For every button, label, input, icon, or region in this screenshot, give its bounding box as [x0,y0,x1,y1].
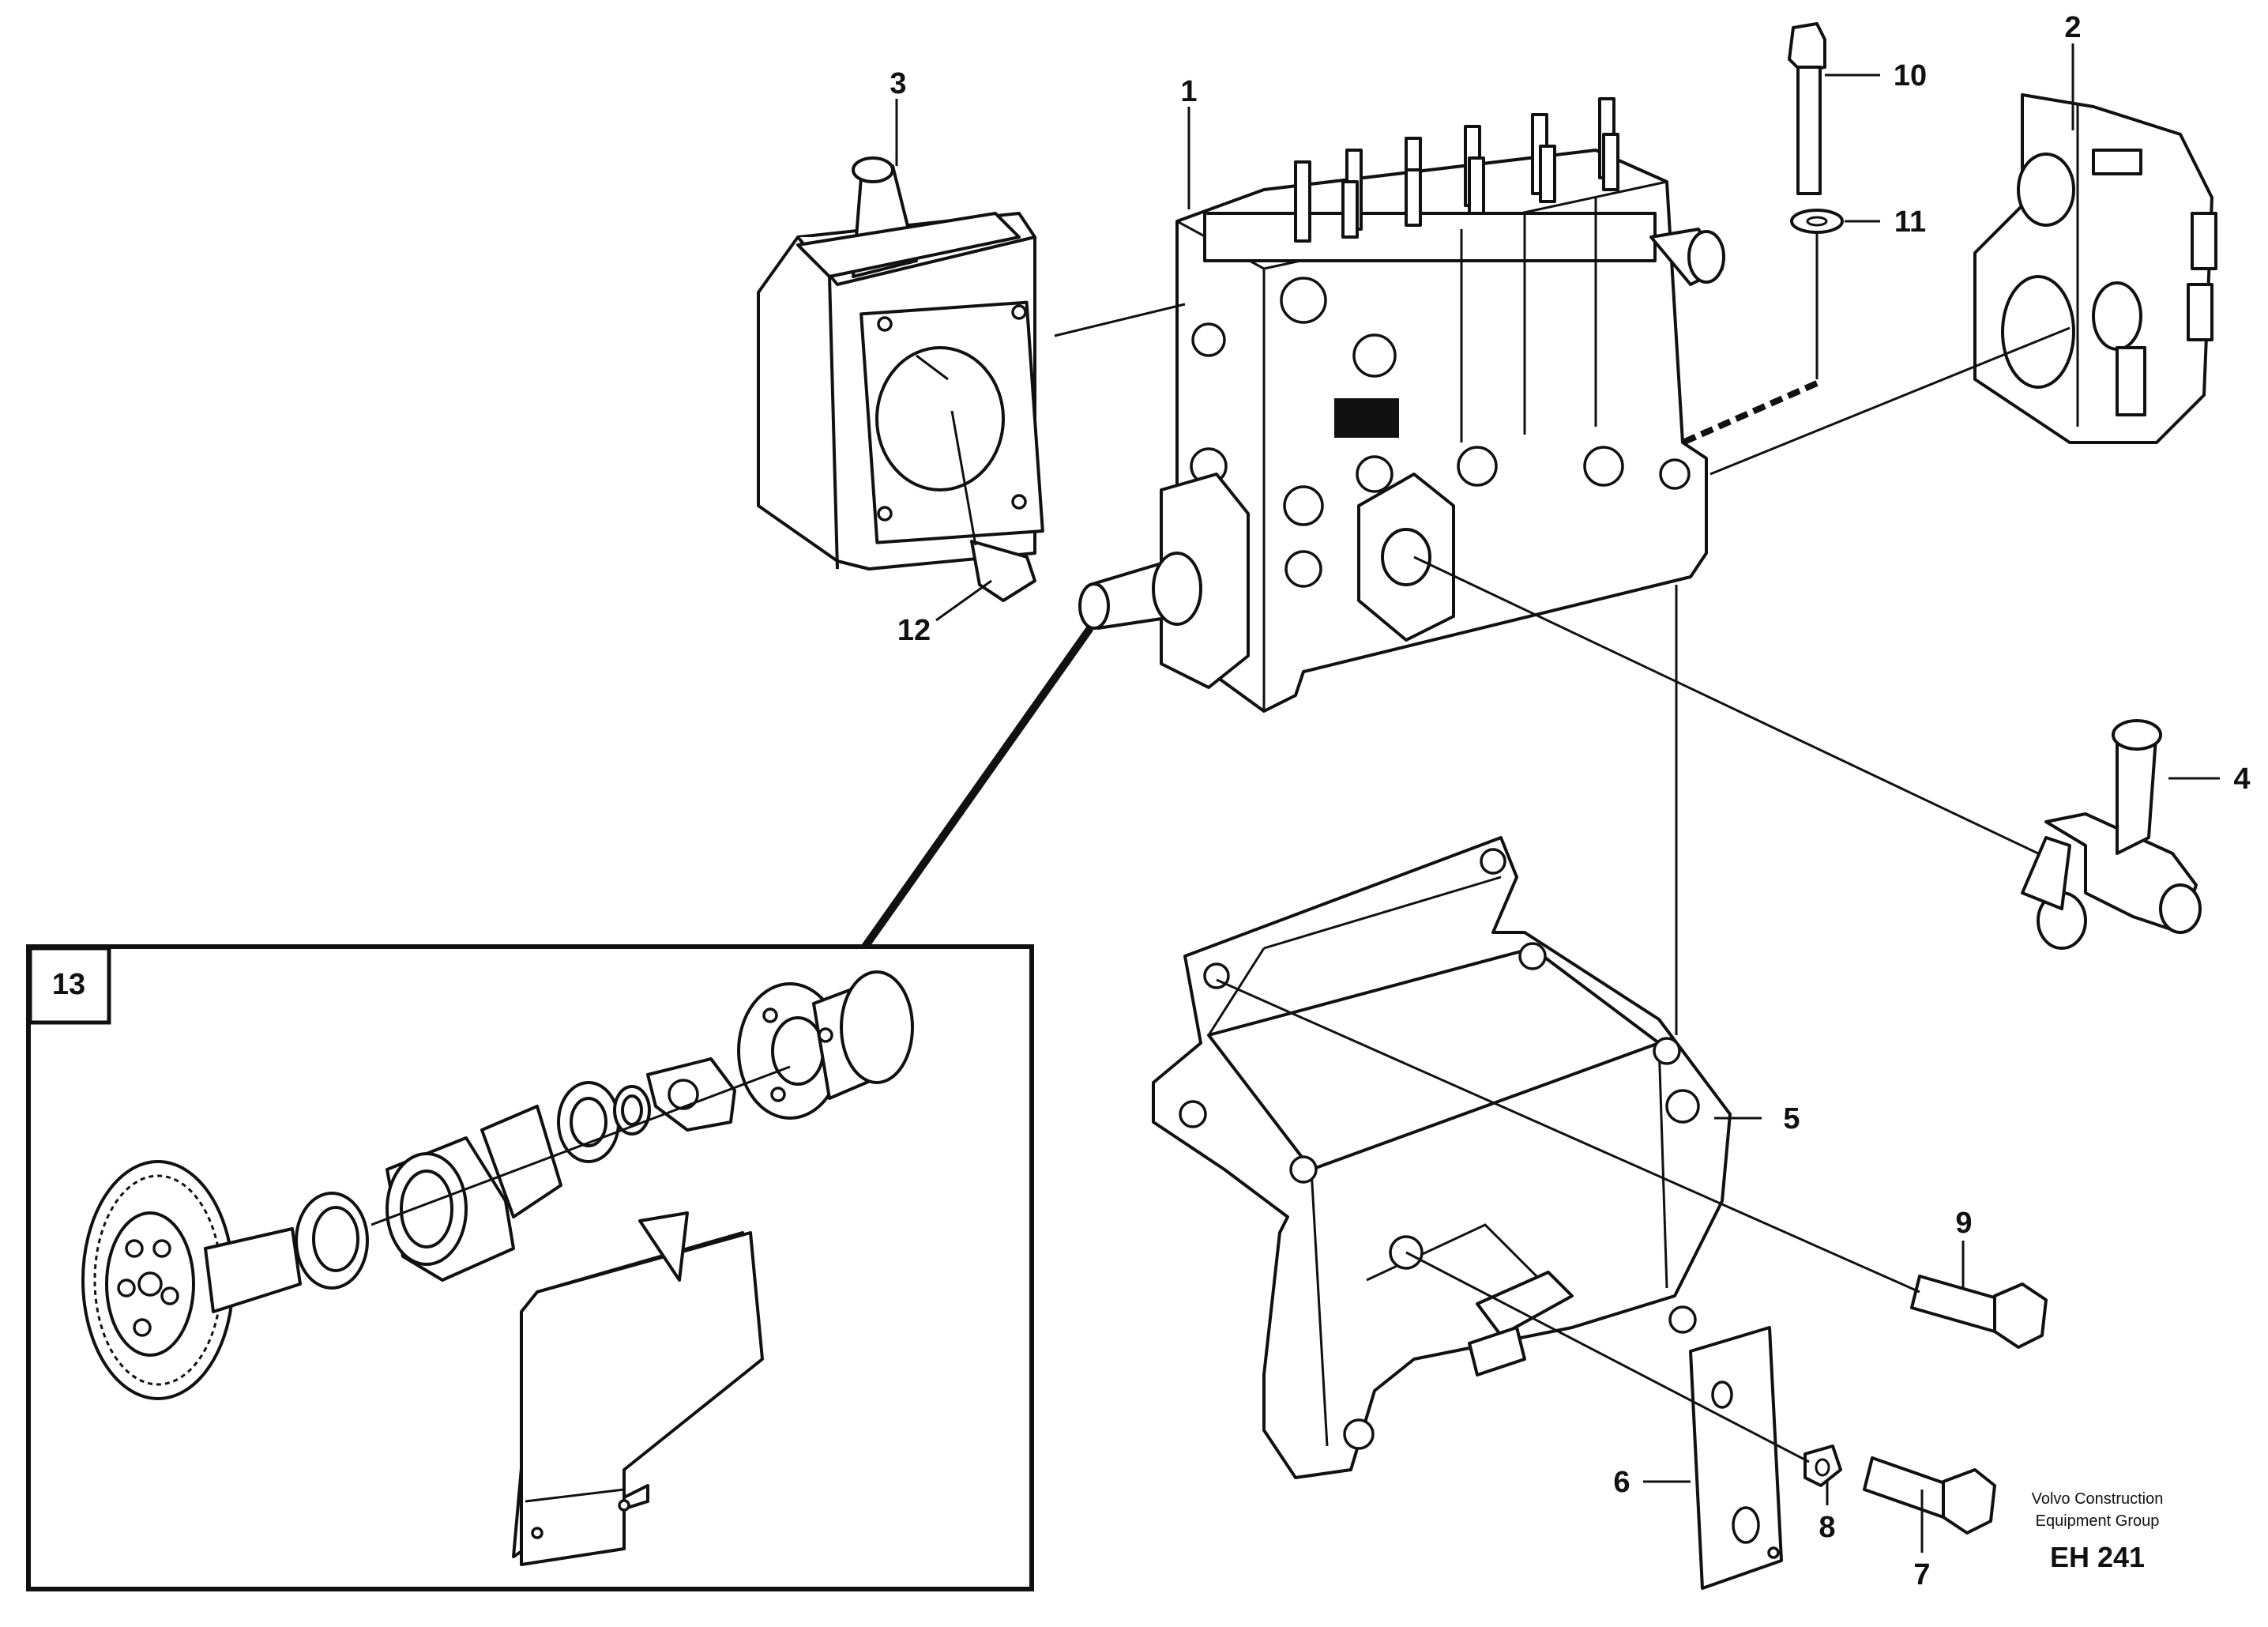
injection-pump-part-1 [1078,97,1725,713]
callout-8: 8 [1819,1511,1835,1544]
callout-7: 7 [1913,1558,1930,1591]
bolt-part-10 [1788,22,1826,195]
washer-part-11 [1790,209,1844,234]
callout-12: 12 [897,614,931,647]
callout-leaders [895,43,2220,1553]
bolt-part-9 [1910,1275,2048,1349]
publisher-credit: Volvo Construction Equipment Group EH 24… [2032,1490,2164,1573]
plate-part-6 [1689,1326,1783,1590]
detail-link-line [861,626,1094,949]
callout-3: 3 [890,67,906,100]
drive-gear-assembly [81,970,914,1566]
callout-13: 13 [52,968,85,1001]
callout-2: 2 [2064,11,2081,44]
cover-part-3 [757,156,1044,571]
callout-10: 10 [1894,59,1927,92]
credit-line-2: Equipment Group [2036,1512,2160,1530]
washer-part-8 [1803,1444,1842,1487]
callout-labels: 1 2 3 4 5 6 7 8 9 10 11 12 13 [52,11,2251,1591]
feed-pump-part-4 [2021,719,2202,950]
callout-9: 9 [1955,1207,1972,1240]
callout-6: 6 [1613,1466,1630,1499]
callout-4: 4 [2233,763,2250,796]
bracket-part-5 [1152,836,1732,1479]
governor-part-2 [1973,93,2217,444]
bolt-part-7 [1863,1456,1996,1535]
credit-line-1: Volvo Construction [2032,1490,2164,1508]
detail-box-13 [26,626,1094,1591]
callout-5: 5 [1783,1102,1800,1136]
callout-1: 1 [1180,75,1197,108]
seal-part-12 [970,540,1036,602]
assembly-lines [950,233,2071,1463]
callout-11: 11 [1894,205,1926,239]
drawing-code: EH 241 [2050,1541,2145,1573]
